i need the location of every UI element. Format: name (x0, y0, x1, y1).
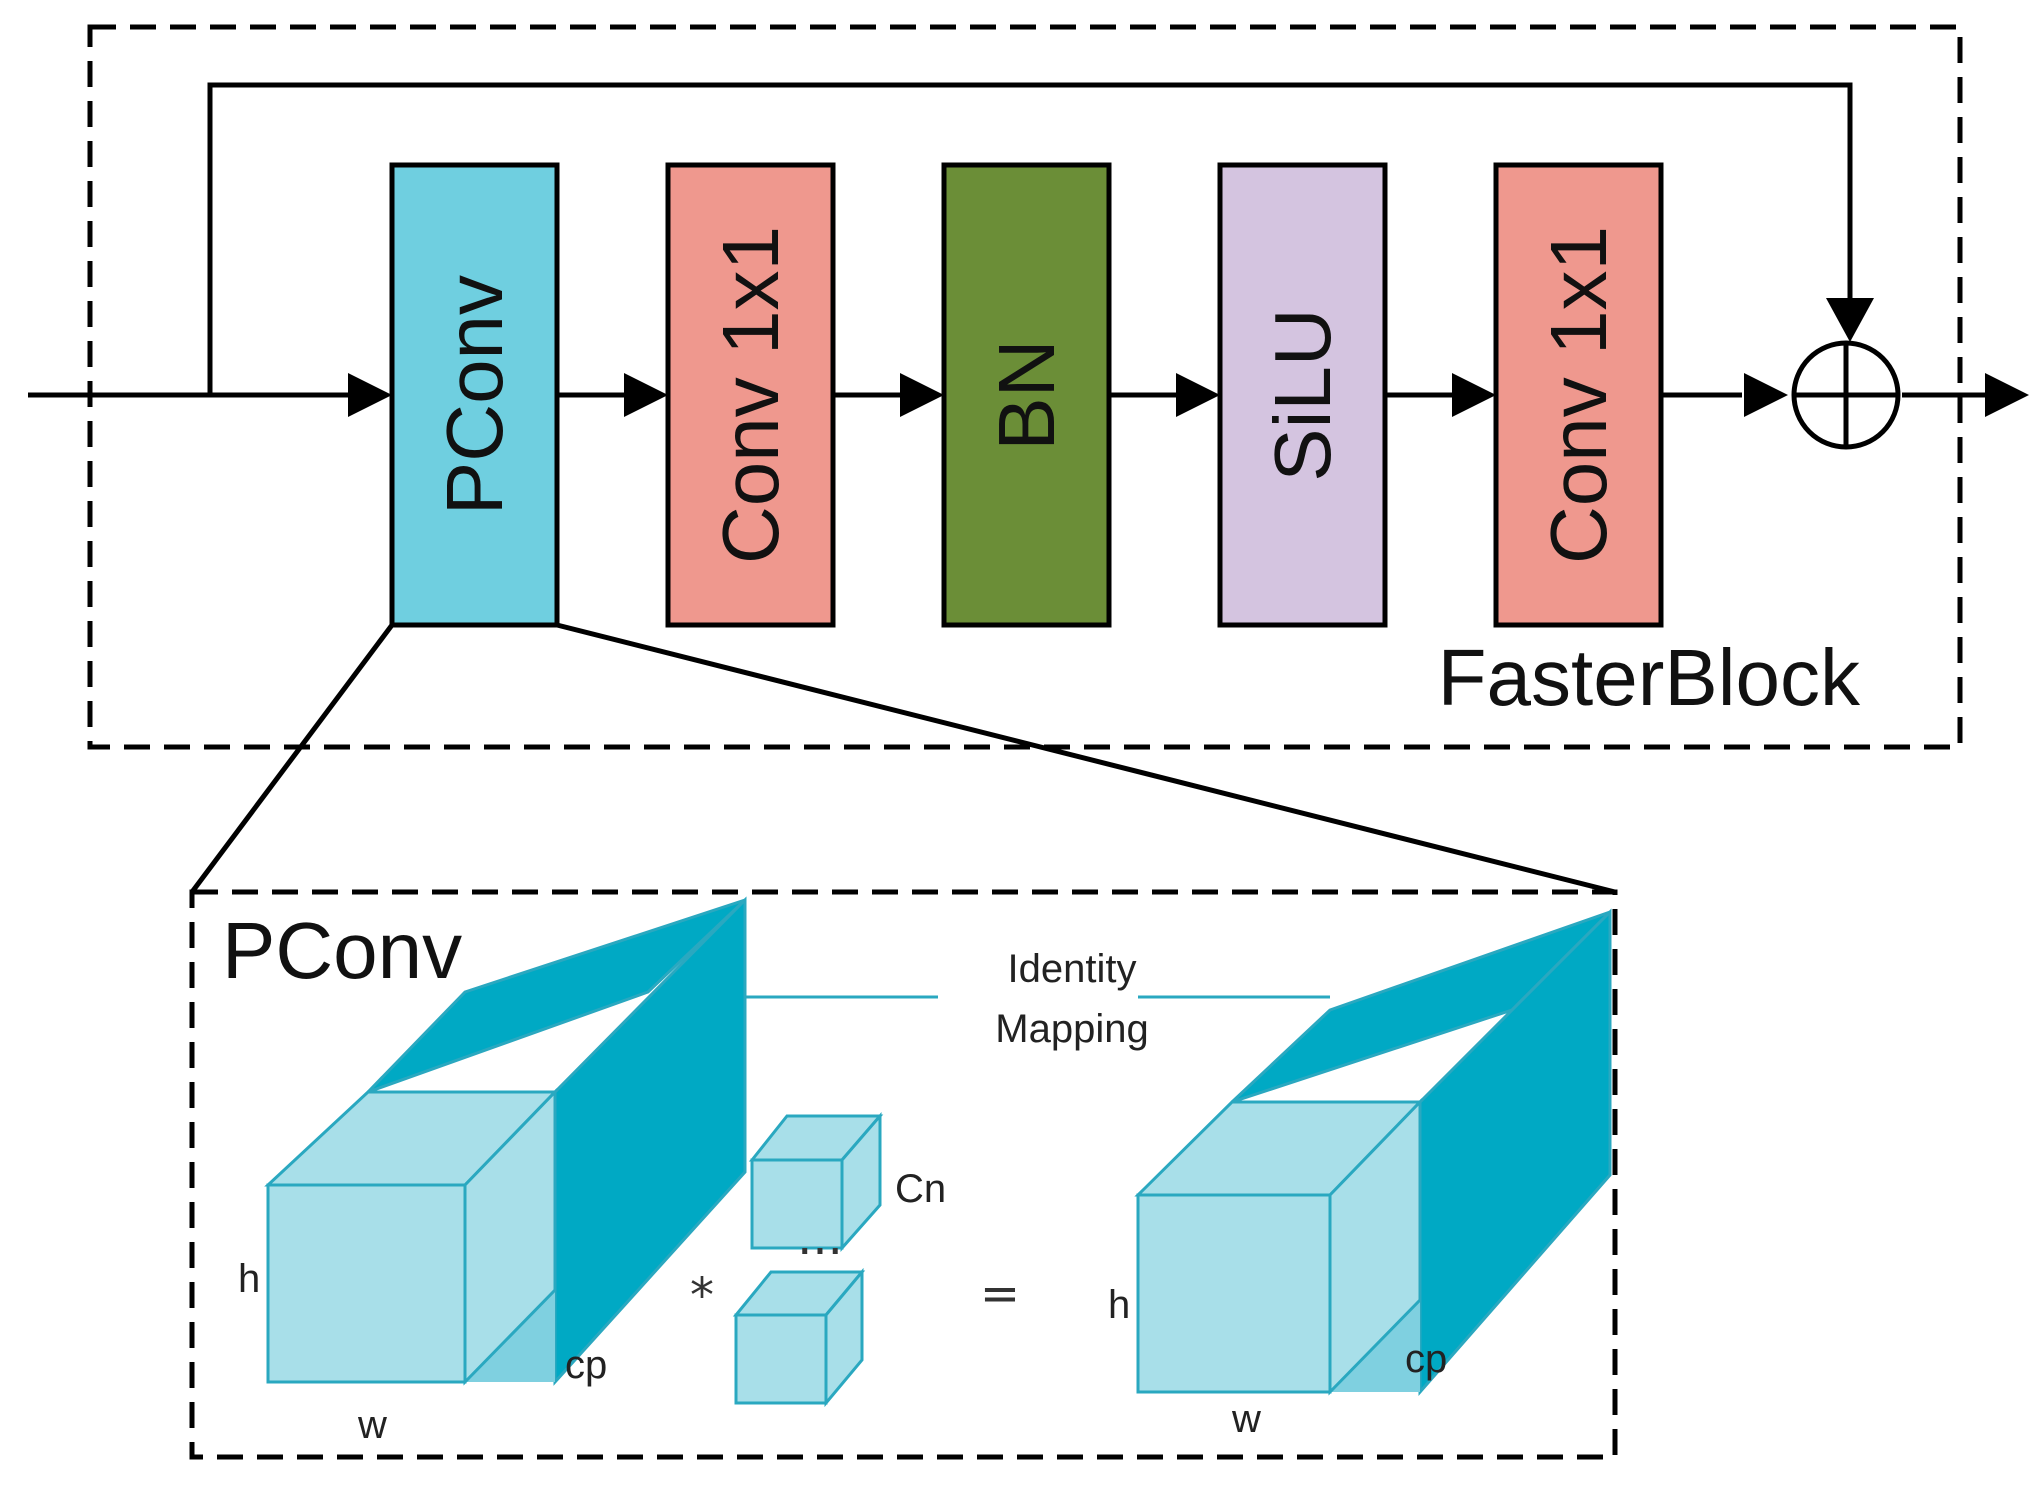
input-cp-label: cp (565, 1343, 607, 1387)
layer-label: Conv 1x1 (706, 226, 795, 564)
layer-silu: SiLU (1217, 162, 1388, 628)
flow-arrows (210, 373, 2029, 417)
input-feature-cube (264, 896, 747, 1386)
identity-label-line2: Mapping (995, 1007, 1148, 1051)
pconv-detail-border (189, 889, 1618, 1460)
kernel-cube-top (748, 1111, 884, 1252)
equals-symbol: = (980, 1266, 1020, 1322)
layer-conv1x1-a: Conv 1x1 (665, 162, 836, 628)
add-node-icon (1791, 340, 1901, 450)
layer-label: Conv 1x1 (1534, 226, 1623, 564)
pconv-detail-title: PConv (222, 906, 462, 995)
kernel-cn-label: Cn (895, 1167, 946, 1211)
zoom-line-right (556, 622, 1616, 895)
skip-arrowhead (1826, 298, 1874, 342)
fasterblock-title: FasterBlock (1438, 633, 1861, 722)
identity-label-line1: Identity (1008, 947, 1137, 991)
layer-pconv: PConv (389, 162, 560, 628)
layer-label: SiLU (1258, 308, 1347, 481)
fasterblock-border (87, 24, 1963, 750)
output-w-label: w (1231, 1397, 1261, 1441)
output-h-label: h (1108, 1283, 1130, 1327)
layer-conv1x1-b: Conv 1x1 (1493, 162, 1664, 628)
input-h-label: h (238, 1257, 260, 1301)
layer-bn: BN (941, 162, 1112, 628)
output-feature-cube (1134, 908, 1612, 1396)
kernel-cube-bottom (732, 1267, 866, 1408)
output-cp-label: cp (1405, 1337, 1447, 1381)
skip-connection (207, 82, 1853, 395)
multiply-symbol: * (690, 1268, 714, 1324)
input-w-label: w (357, 1403, 387, 1447)
zoom-line-left (189, 623, 395, 894)
layer-label: BN (982, 339, 1071, 450)
layer-label: PConv (430, 275, 519, 515)
